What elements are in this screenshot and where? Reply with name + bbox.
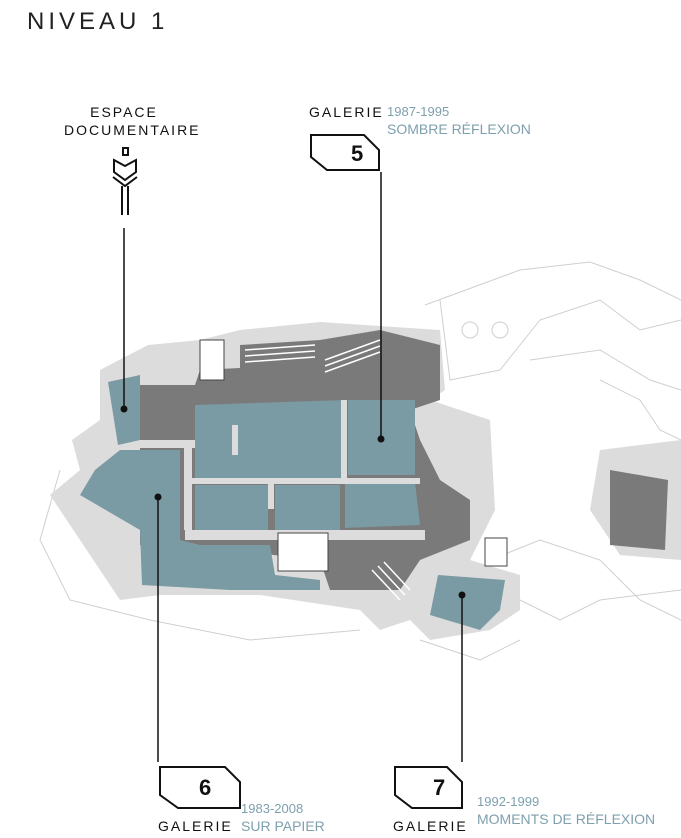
- gallery-7-number: 7: [433, 775, 446, 800]
- gallery-5-label: GALERIE: [309, 104, 384, 120]
- espace-label-line1: ESPACE: [90, 104, 158, 120]
- east-building-wall: [610, 470, 668, 550]
- gallery-7-name: MOMENTS DE RÉFLEXION: [477, 811, 656, 827]
- level-title: NIVEAU 1: [27, 8, 169, 35]
- gallery-7-label: GALERIE: [393, 818, 468, 834]
- gallery-5-number: 5: [351, 141, 364, 166]
- reading-person-icon: [112, 147, 138, 215]
- building-outline: [39, 261, 681, 661]
- leader-lines: [123, 172, 463, 762]
- gallery-6-years: 1983-2008: [241, 801, 304, 816]
- stairs: [244, 339, 411, 601]
- gallery-5-years: 1987-1995: [387, 104, 450, 119]
- gallery-6-number: 6: [199, 775, 212, 800]
- block: [277, 532, 329, 572]
- gallery-6-name: SUR PAPIER: [241, 818, 325, 834]
- gallery-areas: [80, 375, 505, 630]
- gallery-7-years: 1992-1999: [477, 794, 540, 809]
- tower-block: [199, 339, 225, 381]
- block: [484, 537, 508, 567]
- number-boxes: [159, 134, 463, 809]
- gallery-5-name: SOMBRE RÉFLEXION: [387, 121, 531, 137]
- gallery-6-label: GALERIE: [158, 818, 233, 834]
- espace-label-line2: DOCUMENTAIRE: [64, 122, 201, 138]
- location-dots: [120, 405, 466, 599]
